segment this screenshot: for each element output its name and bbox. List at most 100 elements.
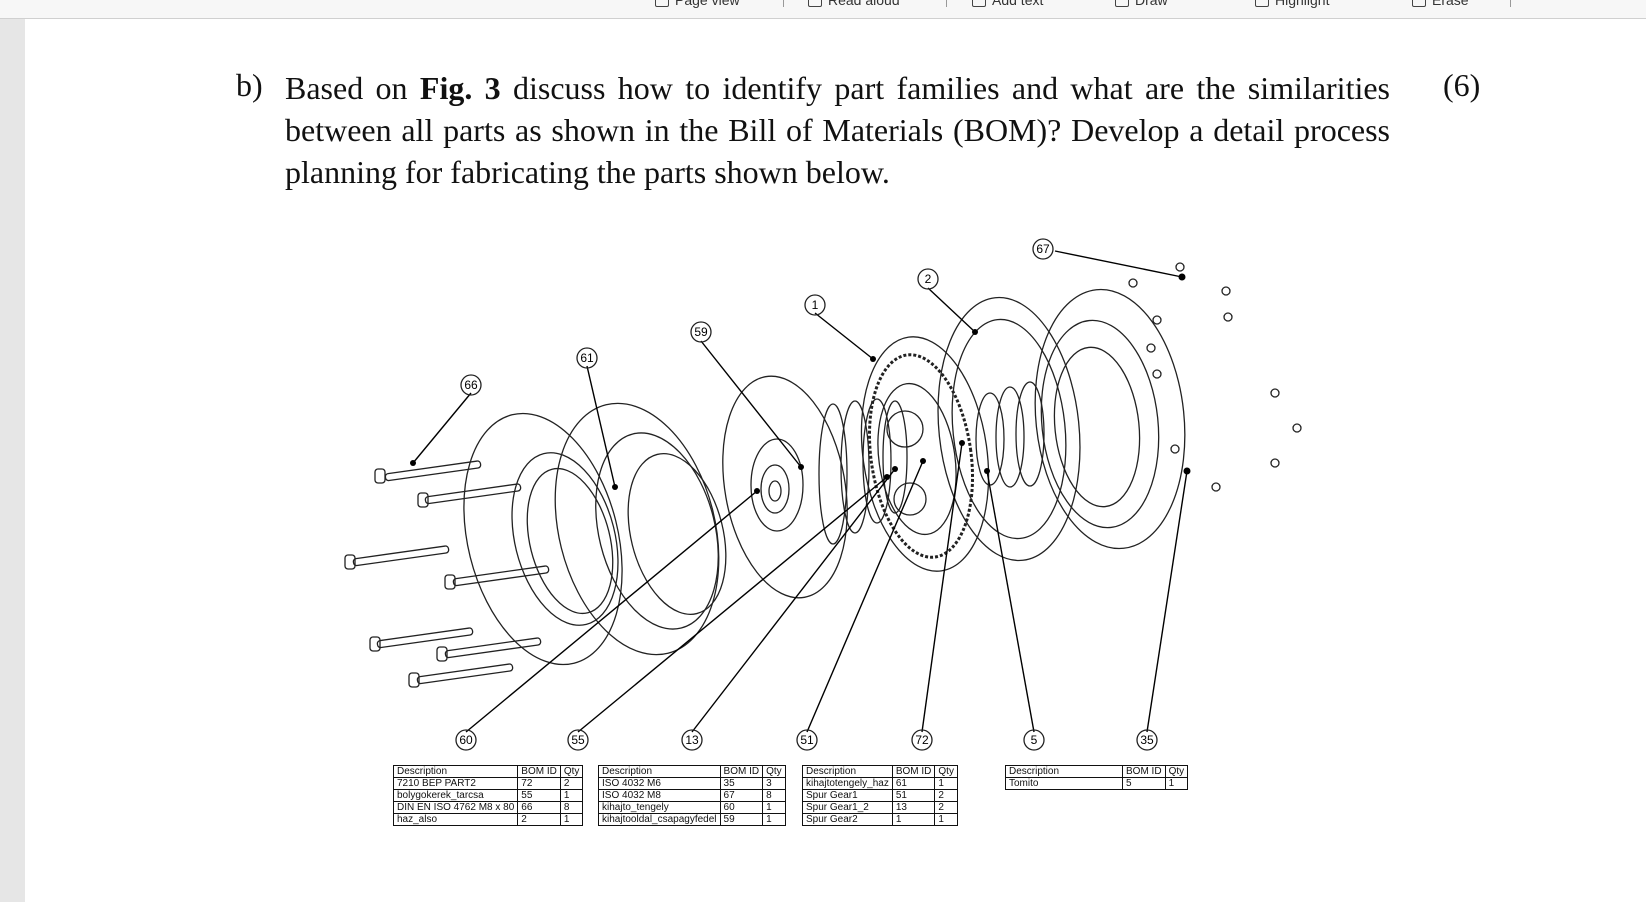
bom-cell: 59 xyxy=(719,813,764,826)
bom-cell: 1 xyxy=(891,813,936,826)
bom-cell: 55 xyxy=(517,789,561,802)
draw-icon xyxy=(1115,0,1129,7)
bom-header-qty: Qty xyxy=(559,765,584,778)
erase-label: Erase xyxy=(1432,0,1469,8)
add-text-button[interactable]: Add text xyxy=(972,0,1043,9)
bom-cell: haz_also xyxy=(392,813,519,826)
bom-header-qty: Qty xyxy=(762,765,786,778)
bom-header-id: BOM ID xyxy=(719,765,764,778)
bom-cell: 1 xyxy=(559,789,584,802)
callout-5-label: 5 xyxy=(1031,733,1038,747)
bom-cell: ISO 4032 M8 xyxy=(598,789,721,802)
callout-72: 72 xyxy=(911,729,933,751)
callout-67: 67 xyxy=(1032,238,1054,260)
bolts-group xyxy=(344,460,550,688)
nuts-group xyxy=(1128,262,1302,492)
bom-cell: 7210 BEP PART2 xyxy=(392,777,519,790)
bom-cell: 1 xyxy=(1164,777,1189,790)
question-marks: (6) xyxy=(1443,67,1481,103)
bom-cell: 8 xyxy=(559,801,584,814)
question-text-part2: discuss how to identify part families an… xyxy=(285,70,1391,190)
bom-cell: 8 xyxy=(762,789,786,802)
bom-header-description: Description xyxy=(598,765,721,778)
add-text-label: Add text xyxy=(992,0,1044,8)
read-aloud-label: Read aloud xyxy=(828,0,900,8)
bom-cell: Spur Gear2 xyxy=(802,813,893,826)
callout-55-label: 55 xyxy=(571,733,585,747)
highlight-label: Highlight xyxy=(1275,0,1330,8)
left-gutter xyxy=(0,19,25,902)
question-text-part1: Based on xyxy=(285,70,420,106)
callout-51: 51 xyxy=(796,729,818,751)
callout-60: 60 xyxy=(455,729,477,751)
bom-cell: 2 xyxy=(559,777,584,790)
bom-cell: 51 xyxy=(891,789,936,802)
toolbar-divider xyxy=(946,0,947,7)
page-view-button[interactable]: Page view xyxy=(655,0,740,9)
draw-button[interactable]: Draw xyxy=(1115,0,1168,9)
callout-13: 13 xyxy=(681,729,703,751)
bom-cell: 2 xyxy=(934,789,958,802)
bom-header-row: Description BOM ID Qty xyxy=(802,765,958,778)
bom-cell: Tomito xyxy=(1005,777,1123,790)
read-aloud-button[interactable]: Read aloud xyxy=(808,0,900,9)
callout-72-label: 72 xyxy=(915,733,929,747)
toolbar-divider xyxy=(783,0,784,7)
bom-header-id: BOM ID xyxy=(1122,765,1166,778)
bom-header-description: Description xyxy=(802,765,893,778)
callout-60-label: 60 xyxy=(459,733,473,747)
bom-header-row: Description BOM ID Qty xyxy=(392,765,584,778)
bom-cell: 1 xyxy=(559,813,584,826)
bom-cell: 2 xyxy=(517,813,561,826)
page-view-label: Page view xyxy=(675,0,740,8)
erase-button[interactable]: Erase xyxy=(1412,0,1469,9)
callout-2: 2 xyxy=(917,268,939,290)
bom-header-description: Description xyxy=(1005,765,1123,778)
add-text-icon xyxy=(972,0,986,7)
bom-header-qty: Qty xyxy=(1164,765,1189,778)
bom-cell: DIN EN ISO 4762 M8 x 80 xyxy=(392,801,519,814)
bom-cell: 13 xyxy=(891,801,936,814)
highlight-icon xyxy=(1255,0,1269,7)
bom-cell: Spur Gear1_2 xyxy=(802,801,893,814)
bom-header-row: Description BOM ID Qty xyxy=(598,765,786,778)
exploded-gearbox-drawing: 67 2 1 59 61 66 60 55 13 51 72 5 35 xyxy=(344,238,1302,751)
callout-13-label: 13 xyxy=(685,733,699,747)
callout-bubbles: 67 2 1 59 61 66 60 55 13 51 72 5 35 xyxy=(455,238,1158,751)
document-page: b) Based on Fig. 3 discuss how to identi… xyxy=(25,19,1646,902)
bom-cell: 72 xyxy=(517,777,561,790)
callout-59: 59 xyxy=(690,321,712,343)
bom-header-row: Description BOM ID Qty xyxy=(1005,765,1189,778)
bom-cell: 1 xyxy=(934,777,958,790)
bom-cell: 35 xyxy=(719,777,764,790)
bom-table-3: Description BOM ID Qty kihajtotengely_ha… xyxy=(802,765,958,826)
bom-cell: 3 xyxy=(762,777,786,790)
bom-cell: kihajtotengely_haz xyxy=(802,777,893,790)
callout-61: 61 xyxy=(576,347,598,369)
callout-67-label: 67 xyxy=(1036,242,1050,256)
callout-59-label: 59 xyxy=(694,325,708,339)
bom-cell: 61 xyxy=(891,777,936,790)
bom-cell: 1 xyxy=(762,801,786,814)
callout-66-label: 66 xyxy=(464,378,478,392)
end-cover-part xyxy=(1034,288,1186,550)
callout-61-label: 61 xyxy=(580,351,594,365)
bom-cell: kihajto_tengely xyxy=(598,801,721,814)
question-label: b) xyxy=(236,67,263,103)
highlight-button[interactable]: Highlight xyxy=(1255,0,1329,9)
callout-2-label: 2 xyxy=(925,272,932,286)
cover-and-shaft-part xyxy=(722,375,908,599)
flange-housing-part xyxy=(463,402,727,666)
